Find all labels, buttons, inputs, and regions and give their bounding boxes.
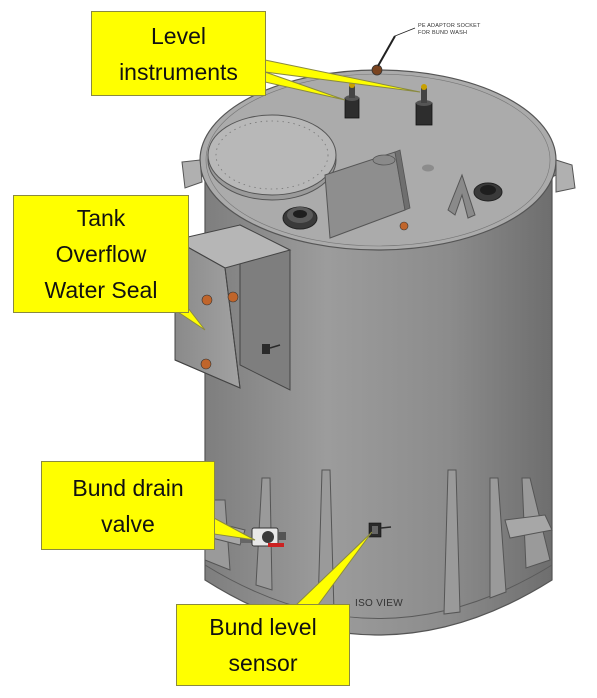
leader-lines	[159, 59, 421, 606]
lid-nozzles	[282, 154, 503, 230]
level-instrument-right	[415, 84, 433, 126]
pe-adaptor-label: PE ADAPTOR SOCKET FOR BUND WASH	[418, 23, 481, 37]
callout-level-instruments: Level instruments	[91, 11, 266, 96]
callout-bund-level-sensor: Bund level sensor	[176, 604, 350, 686]
bund-level-sensor	[368, 522, 392, 538]
tank-body	[204, 174, 553, 636]
lid-bracket	[447, 173, 476, 219]
overflow-water-seal-box	[173, 224, 292, 391]
level-instrument-left	[344, 82, 360, 119]
lifting-lugs	[181, 159, 576, 193]
pe-adaptor-socket	[371, 64, 383, 76]
pe-adaptor-label-line1: PE ADAPTOR SOCKET	[418, 23, 481, 29]
pe-adaptor-label-line2: FOR BUND WASH	[418, 30, 468, 36]
bund-drain-valve	[240, 527, 286, 547]
iso-view-label: ISO VIEW	[355, 598, 403, 609]
callout-bund-drain-valve: Bund drain valve	[41, 461, 215, 550]
manway-hatch	[207, 114, 337, 201]
callout-tank-overflow-water-seal: Tank Overflow Water Seal	[13, 195, 189, 313]
